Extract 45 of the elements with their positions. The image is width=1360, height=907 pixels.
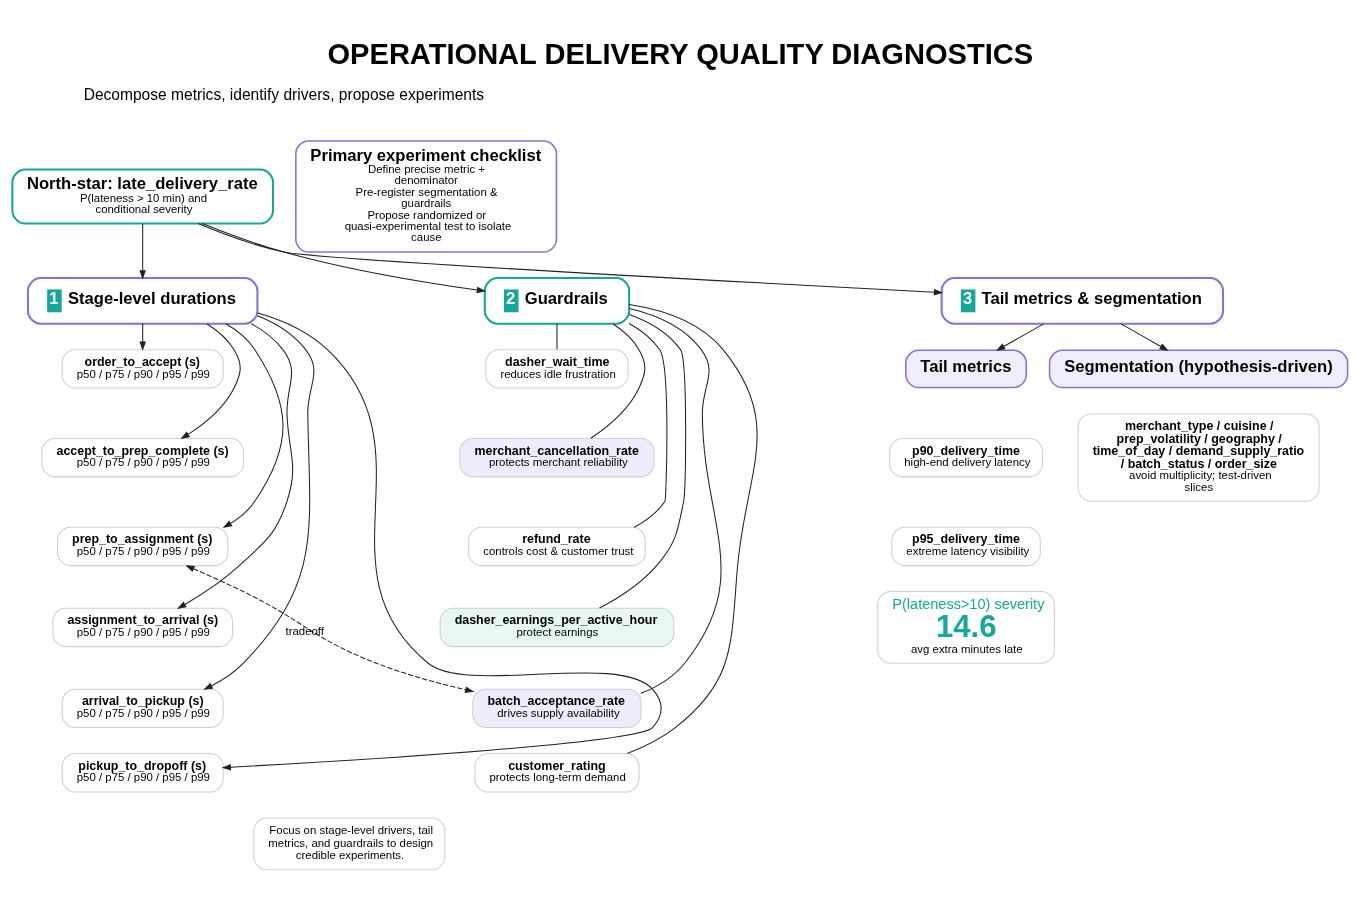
- node-box: merchant_type / cuisine / prep_volatility / geography / time_of_day / demand_supply_ratio / batch_status / order_size avoid multiplicity; test-driven slices: [1077, 413, 1320, 502]
- arrow: [221, 312, 662, 771]
- diagram-title: OPERATIONAL DELIVERY QUALITY DIAGNOSTICS: [327, 37, 1034, 70]
- connector: [628, 322, 668, 528]
- node-box: pickup_to_dropoff (s) p50 / p75 / p90 / p95 / p99: [61, 753, 224, 793]
- arrow: [995, 323, 1045, 351]
- node-box: 3 Tail metrics & segmentation: [940, 277, 1225, 325]
- arrow: [185, 565, 475, 693]
- node-box: assignment_to_arrival (s) p50 / p75 / p90 / p95 / p99: [52, 607, 233, 648]
- node-box: Segmentation (hypothesis-driven): [1048, 349, 1349, 389]
- node-box: 1 Stage-level durations: [26, 277, 259, 325]
- node-box: accept_to_prep_complete (s) p50 / p75 / p90 / p95 / p99: [41, 437, 244, 478]
- node-box: Primary experiment checklist Define precise metric + denominator Pre-register segmentation & guardrails Propose randomized or quasi-experimental test to isolate cause: [295, 140, 558, 253]
- arrow: [139, 323, 146, 351]
- arrow: [180, 323, 241, 440]
- node-box: Tail metrics: [905, 349, 1028, 389]
- arrow: [139, 223, 146, 280]
- node-box: arrival_to_pickup (s) p50 / p75 / p90 / p95 / p99: [61, 688, 224, 729]
- connector: [626, 304, 758, 754]
- edge-label: tradeoff: [285, 625, 324, 638]
- node-box: P(lateness>10) severity 14.6 avg extra minutes late: [877, 591, 1055, 664]
- node-box: p95_delivery_time extreme latency visibility: [891, 526, 1041, 567]
- node-box: dasher_earnings_per_active_hour protect earnings: [439, 607, 675, 648]
- connector: [628, 307, 722, 694]
- node-box: refund_rate controls cost & customer trust: [468, 526, 646, 567]
- connector: [556, 323, 558, 350]
- connector: [590, 323, 646, 439]
- node-box: Focus on stage-level drivers, tail metrics, and guardrails to design credible experiments.: [253, 817, 446, 871]
- node-box: North-star: late_delivery_rate P(lateness > 10 min) and conditional severity: [11, 168, 275, 225]
- arrow: [177, 323, 294, 609]
- arrow: [197, 223, 944, 296]
- node-box: order_to_accept (s) p50 / p75 / p90 / p95 / p99: [61, 349, 224, 389]
- node-box: p90_delivery_time high-end delivery latency: [889, 437, 1043, 478]
- node-box: merchant_cancellation_rate protects merchant reliability: [459, 437, 655, 478]
- arrow: [201, 223, 487, 294]
- node-box: prep_to_assignment (s) p50 / p75 / p90 / p95 / p99: [57, 526, 229, 567]
- arrow: [1120, 323, 1169, 351]
- label: Decompose metrics, identify drivers, propose experiments: [83, 85, 485, 103]
- node-box: customer_rating protects long-term demand: [474, 753, 640, 793]
- node-box: dasher_wait_time reduces idle frustration: [485, 349, 629, 389]
- node-box: 2 Guardrails: [483, 277, 631, 325]
- arrow: [222, 323, 284, 528]
- node-box: batch_acceptance_rate drives supply availability: [472, 688, 642, 729]
- arrow: [203, 315, 315, 690]
- connector: [599, 314, 687, 609]
